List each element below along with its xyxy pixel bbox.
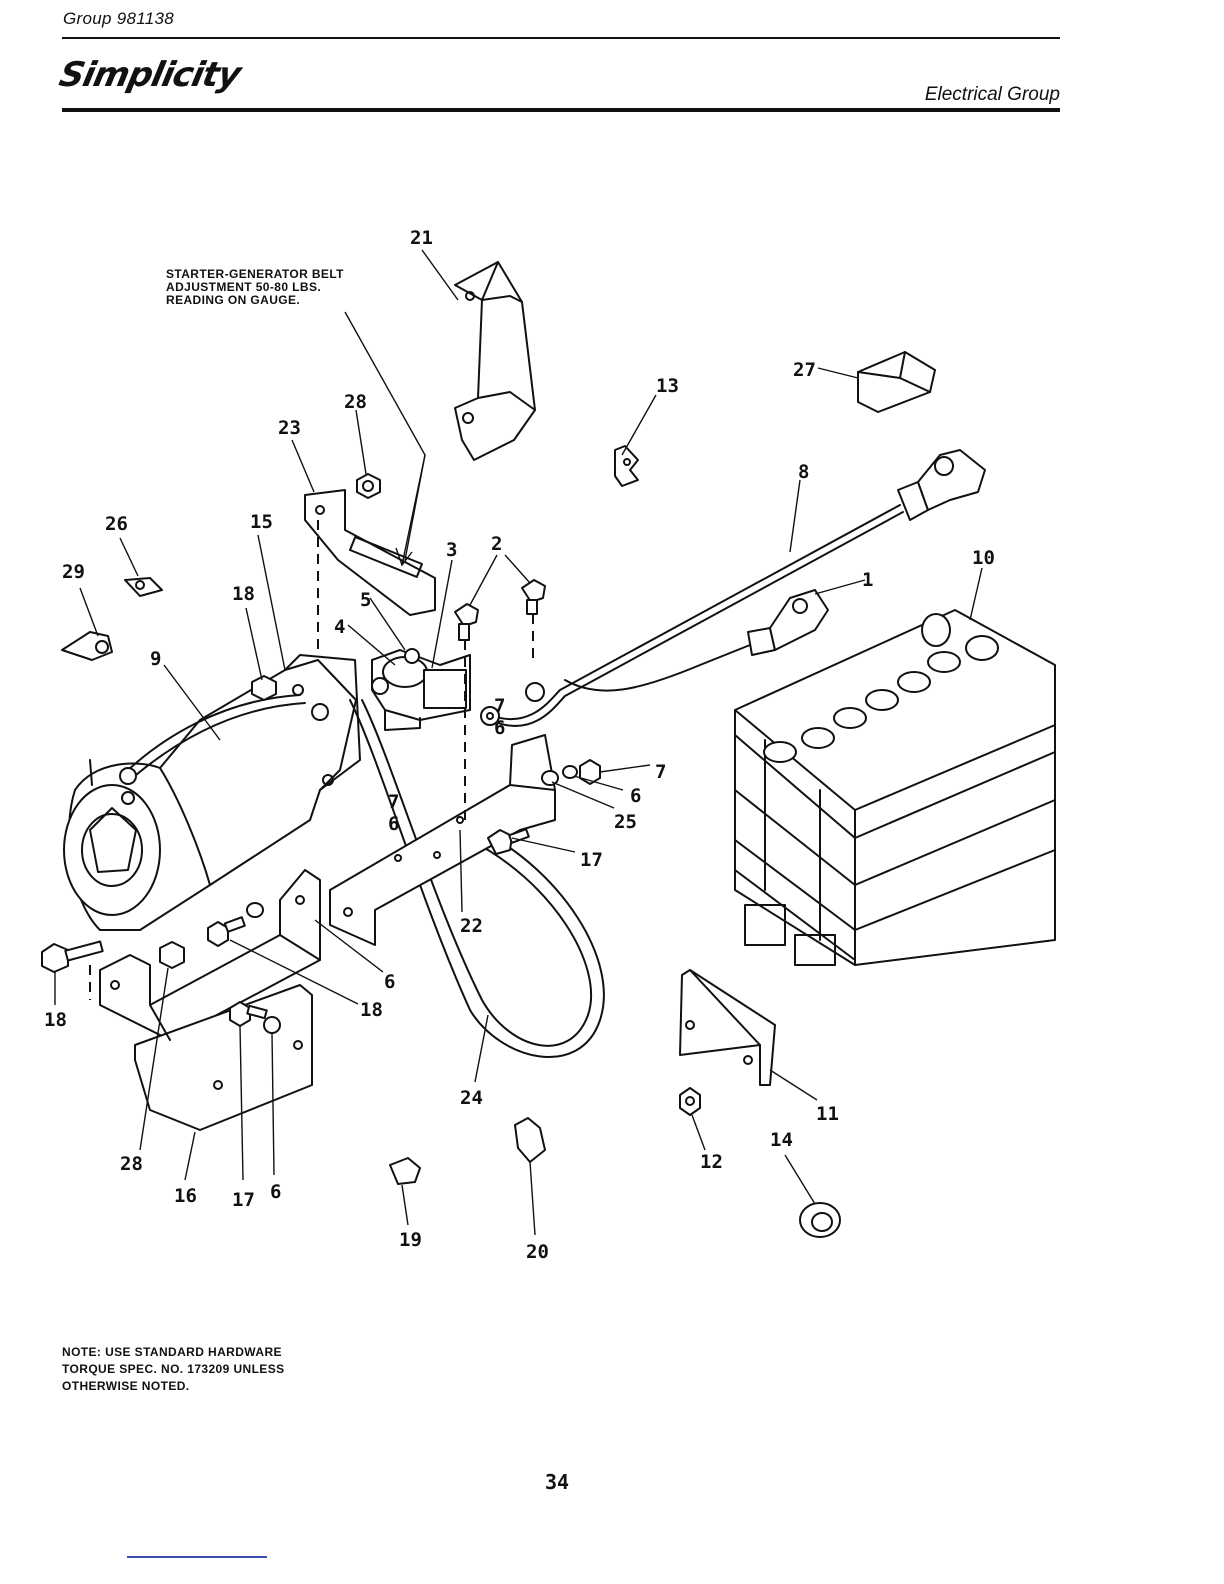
label-18-lower: 18 [44, 1009, 67, 1031]
label-17-lower: 17 [232, 1189, 255, 1211]
label-6-mount: 6 [384, 971, 395, 993]
label-28-top: 28 [344, 391, 367, 413]
part-28-nut-top [357, 474, 380, 498]
label-25: 25 [614, 811, 637, 833]
label-21: 21 [410, 227, 433, 249]
callout-line-3: READING ON GAUGE. [166, 294, 344, 307]
label-15: 15 [250, 511, 273, 533]
part-20-clip [515, 1118, 545, 1162]
part-18-bolt-lower-left [42, 942, 103, 972]
note-line-1: NOTE: USE STANDARD HARDWARE [62, 1344, 285, 1361]
part-2-bolts [455, 580, 545, 640]
part-28-nut-lower [160, 942, 184, 968]
label-17-upper: 17 [580, 849, 603, 871]
part-27-terminal-boot [858, 352, 935, 412]
label-18-mount: 18 [360, 999, 383, 1021]
part-10-battery [735, 610, 1055, 965]
label-5: 5 [360, 589, 371, 611]
label-2: 2 [491, 533, 502, 555]
belt-adjustment-callout: STARTER-GENERATOR BELT ADJUSTMENT 50-80 … [166, 268, 344, 307]
label-22: 22 [460, 915, 483, 937]
part-14-grommet [800, 1203, 840, 1237]
label-8: 8 [798, 461, 809, 483]
label-13: 13 [656, 375, 679, 397]
part-29-boot [62, 632, 112, 660]
label-28-lower: 28 [120, 1153, 143, 1175]
label-6-solenoid: 6 [494, 717, 505, 739]
note-line-3: OTHERWISE NOTED. [62, 1378, 285, 1395]
label-3: 3 [446, 539, 457, 561]
part-18-bolt-lower-mid [208, 903, 263, 946]
label-6-lower: 6 [388, 813, 399, 835]
part-18-bolt-starter [252, 676, 276, 700]
label-4: 4 [334, 616, 345, 638]
label-29: 29 [62, 561, 85, 583]
label-26: 26 [105, 513, 128, 535]
label-7-lower: 7 [388, 791, 399, 813]
part-26-clip [125, 578, 162, 596]
part-11-hold-down [680, 970, 775, 1085]
part-13-clip [615, 446, 638, 486]
part-12-nut [680, 1088, 700, 1115]
label-7-solenoid: 7 [494, 695, 505, 717]
label-16: 16 [174, 1185, 197, 1207]
hardware-note: NOTE: USE STANDARD HARDWARE TORQUE SPEC.… [62, 1344, 285, 1395]
label-18-starter: 18 [232, 583, 255, 605]
label-11: 11 [816, 1103, 839, 1125]
page-number: 34 [545, 1470, 569, 1494]
label-9: 9 [150, 648, 161, 670]
label-6-bracket: 6 [630, 785, 641, 807]
label-23: 23 [278, 417, 301, 439]
note-line-2: TORQUE SPEC. NO. 173209 UNLESS [62, 1361, 285, 1378]
label-27: 27 [793, 359, 816, 381]
label-24: 24 [460, 1087, 483, 1109]
part-3-solenoid [372, 649, 470, 730]
bottom-edge-mark [127, 1556, 267, 1558]
label-6-bottom: 6 [270, 1181, 281, 1203]
label-10: 10 [972, 547, 995, 569]
label-1: 1 [862, 569, 873, 591]
label-19: 19 [399, 1229, 422, 1251]
label-7-bracket: 7 [655, 761, 666, 783]
label-14: 14 [770, 1129, 793, 1151]
part-21-belt-guard [455, 262, 535, 460]
part-6-lockwasher-lower [264, 1017, 280, 1033]
part-19-clip [390, 1158, 420, 1184]
label-12: 12 [700, 1151, 723, 1173]
label-20: 20 [526, 1241, 549, 1263]
